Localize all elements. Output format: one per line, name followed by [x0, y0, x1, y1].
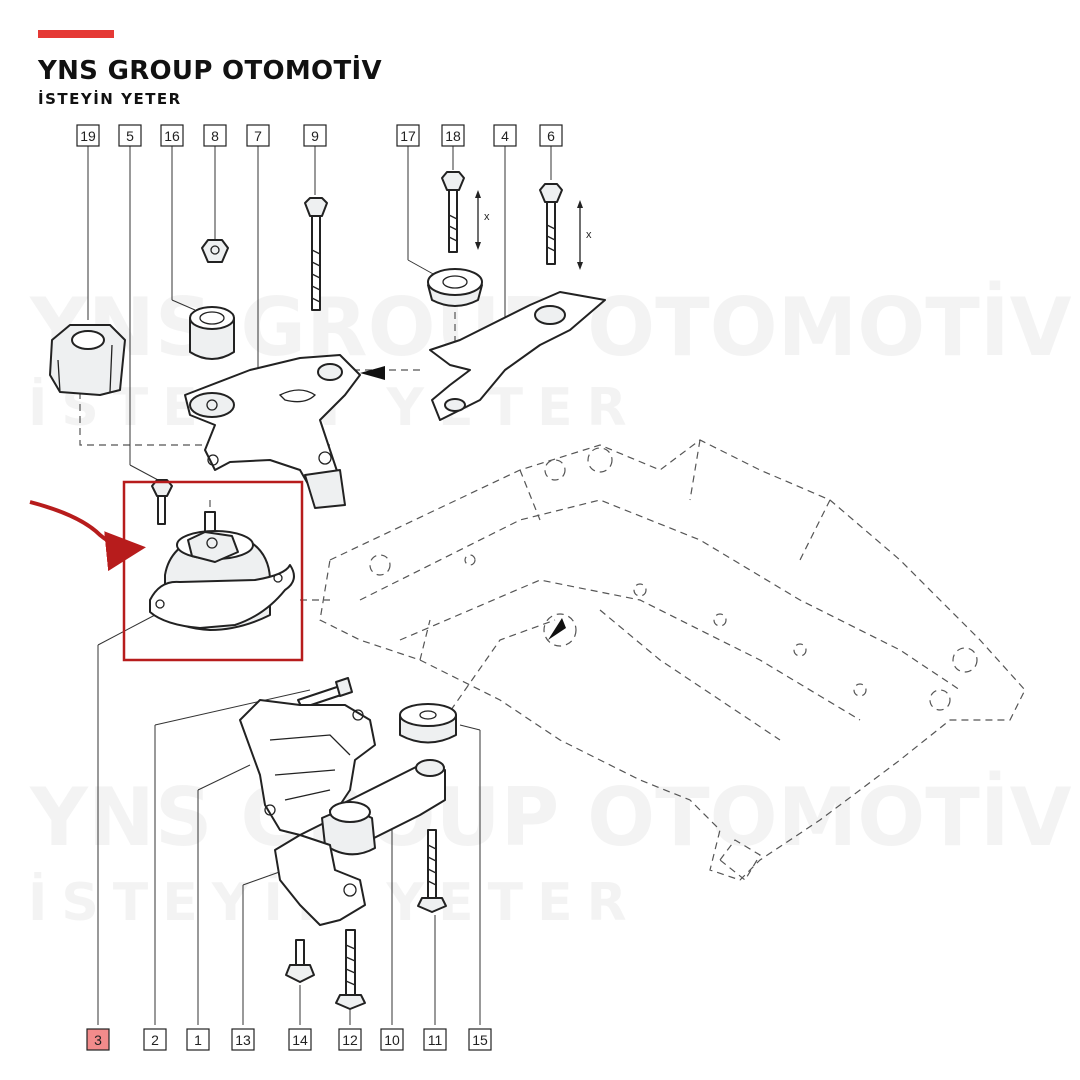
callout-box	[539, 124, 563, 147]
callout-number: 6	[547, 128, 555, 144]
callout-number: 19	[80, 128, 96, 144]
callout-label-3: 3	[86, 1028, 110, 1051]
callout-label-15: 15	[468, 1028, 492, 1051]
part-4-torque-link	[429, 291, 606, 421]
callout-label-4: 4	[493, 124, 517, 147]
callout-box	[396, 124, 420, 147]
bottom-leaders	[97, 614, 481, 1025]
part-2-bolt	[297, 677, 353, 709]
callout-number: 8	[211, 128, 219, 144]
callout-label-14: 14	[288, 1028, 312, 1051]
part-18-bolt: x	[441, 171, 490, 253]
top-labels: 19 5 16 8 7 9 17 18 4 6	[76, 124, 563, 147]
callout-number: 5	[126, 128, 134, 144]
callout-label-11: 11	[423, 1028, 447, 1051]
callout-box	[338, 1028, 362, 1051]
callout-number: 18	[445, 128, 461, 144]
part-11-bolt	[417, 829, 447, 913]
callout-label-18: 18	[441, 124, 465, 147]
callout-label-1: 1	[186, 1028, 210, 1051]
callout-number: 7	[254, 128, 262, 144]
callout-number: 12	[342, 1032, 358, 1048]
part-19-buffer	[49, 324, 126, 396]
callout-box	[86, 1028, 110, 1051]
part-12-bolt	[335, 929, 366, 1010]
callout-label-5: 5	[118, 124, 142, 147]
red-curved-arrow-icon	[29, 500, 146, 572]
callout-label-19: 19	[76, 124, 100, 147]
callout-box	[441, 124, 465, 147]
subframe	[319, 439, 1026, 881]
part-14-bolt	[285, 939, 315, 983]
callout-label-17: 17	[396, 124, 420, 147]
callout-number: 1	[194, 1032, 202, 1048]
callout-box	[160, 124, 184, 147]
callout-box	[493, 124, 517, 147]
callout-number: 15	[472, 1032, 488, 1048]
dimension-mark: x	[484, 211, 490, 223]
part-15-washer	[399, 703, 457, 744]
callout-number: 14	[292, 1032, 308, 1048]
part-8-nut	[201, 239, 229, 263]
callout-label-13: 13	[231, 1028, 255, 1051]
callout-number: 11	[428, 1032, 443, 1048]
callout-box	[186, 1028, 210, 1051]
callout-box	[231, 1028, 255, 1051]
top-leaders	[87, 146, 552, 481]
callout-label-16: 16	[160, 124, 184, 147]
callout-label-9: 9	[303, 124, 327, 147]
brand-title: YNS GROUP OTOMOTİV	[38, 56, 382, 86]
part-10-torque-rod	[321, 759, 446, 856]
callout-box	[246, 124, 270, 147]
callout-box	[303, 124, 327, 147]
part-5-bolt	[151, 479, 173, 525]
callout-number: 10	[384, 1032, 400, 1048]
callout-label-7: 7	[246, 124, 270, 147]
callout-box	[468, 1028, 492, 1051]
callout-number: 3	[94, 1032, 102, 1048]
callout-box	[143, 1028, 167, 1051]
part-9-bolt	[304, 197, 328, 311]
part-1-lower-bracket	[239, 699, 376, 836]
callout-box	[288, 1028, 312, 1051]
callout-label-12: 12	[338, 1028, 362, 1051]
callout-box	[76, 124, 100, 147]
callout-number: 17	[400, 128, 416, 144]
part-13-support	[274, 834, 366, 926]
part-16-sleeve	[189, 306, 235, 360]
callout-number: 4	[501, 128, 509, 144]
brand-tagline: İSTEYİN YETER	[38, 90, 182, 108]
callout-box	[380, 1028, 404, 1051]
callout-label-10: 10	[380, 1028, 404, 1051]
dimension-mark-2: x	[586, 229, 592, 241]
callout-label-2: 2	[143, 1028, 167, 1051]
part-3-engine-mount	[149, 511, 295, 631]
part-17-washer	[427, 268, 483, 307]
brand-accent-bar	[38, 30, 114, 38]
part-7-bracket	[184, 354, 361, 509]
callout-number: 16	[164, 128, 180, 144]
callout-box	[203, 124, 227, 147]
callout-number: 13	[235, 1032, 251, 1048]
callout-number: 2	[151, 1032, 159, 1048]
callout-box	[118, 124, 142, 147]
callout-number: 9	[311, 128, 319, 144]
callout-label-8: 8	[203, 124, 227, 147]
callout-box	[423, 1028, 447, 1051]
callout-label-6: 6	[539, 124, 563, 147]
part-6-bolt: x	[539, 183, 592, 270]
bottom-labels: 3 2 1 13 14 12 10 11 15	[86, 1028, 492, 1051]
watermark-title-2: YNS GROUP OTOMOTİV	[29, 770, 1072, 864]
